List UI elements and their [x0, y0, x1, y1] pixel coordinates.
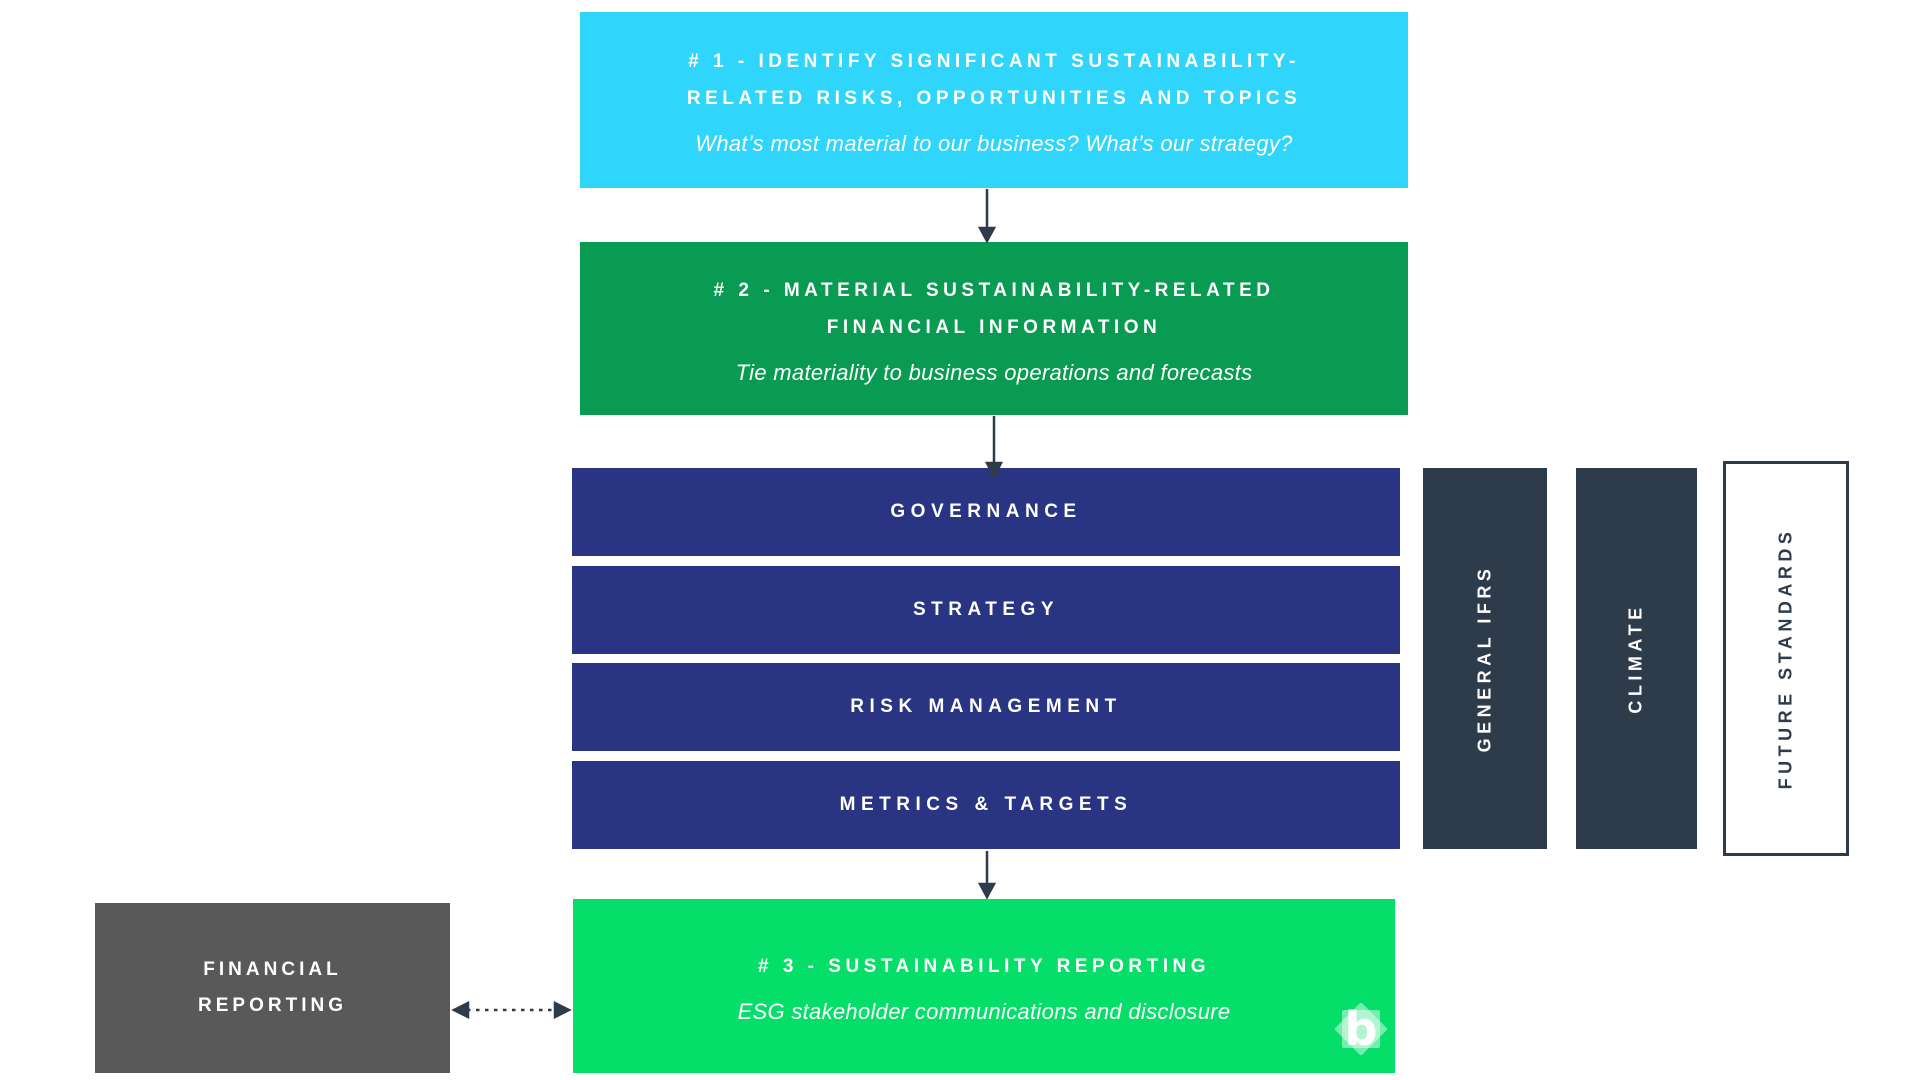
- pillar-metrics-targets: METRICS & TARGETS: [572, 761, 1400, 849]
- step1-title-line2: RELATED RISKS, OPPORTUNITIES AND TOPICS: [686, 88, 1302, 109]
- step2-title-line2: FINANCIAL INFORMATION: [826, 316, 1162, 338]
- pillar-metrics-targets-label: METRICS & TARGETS: [839, 794, 1133, 815]
- financial-reporting-line1: FINANCIAL: [203, 959, 342, 980]
- pillar-strategy-label: STRATEGY: [912, 599, 1060, 620]
- step2-title-line1: # 2 - MATERIAL SUSTAINABILITY-RELATED: [713, 279, 1275, 301]
- logo-star-shape: [1342, 1010, 1380, 1048]
- step1-subtitle: What’s most material to our business? Wh…: [695, 131, 1293, 156]
- pillar-risk-management: RISK MANAGEMENT: [572, 663, 1400, 751]
- standard-future-standards-label: FUTURE STANDARDS: [1775, 527, 1796, 790]
- brightest-logo-icon: b: [1332, 1000, 1390, 1058]
- step1-title-line1: # 1 - IDENTIFY SIGNIFICANT SUSTAINABILIT…: [688, 51, 1300, 72]
- standard-general-ifrs-label: GENERAL IFRS: [1474, 564, 1495, 753]
- pillar-risk-management-label: RISK MANAGEMENT: [850, 696, 1122, 717]
- standard-general-ifrs: GENERAL IFRS: [1423, 468, 1547, 849]
- step3-subtitle: ESG stakeholder communications and discl…: [737, 998, 1231, 1024]
- step3-box: # 3 - SUSTAINABILITY REPORTING ESG stake…: [573, 899, 1395, 1073]
- step3-title: # 3 - SUSTAINABILITY REPORTING: [757, 955, 1211, 977]
- pillar-governance-label: GOVERNANCE: [890, 501, 1082, 522]
- standard-climate-label: CLIMATE: [1626, 603, 1646, 714]
- step2-subtitle: Tie materiality to business operations a…: [735, 359, 1253, 385]
- standard-climate: CLIMATE: [1576, 468, 1697, 849]
- pillar-strategy: STRATEGY: [572, 566, 1400, 654]
- step2-box: # 2 - MATERIAL SUSTAINABILITY-RELATED FI…: [580, 242, 1408, 415]
- financial-reporting-line2: REPORTING: [198, 995, 347, 1016]
- standard-future-standards: FUTURE STANDARDS: [1723, 461, 1849, 856]
- logo-letter: b: [1344, 1002, 1378, 1056]
- pillar-governance: GOVERNANCE: [572, 468, 1400, 556]
- step1-box: # 1 - IDENTIFY SIGNIFICANT SUSTAINABILIT…: [580, 12, 1408, 188]
- financial-reporting-box: FINANCIAL REPORTING: [95, 903, 450, 1073]
